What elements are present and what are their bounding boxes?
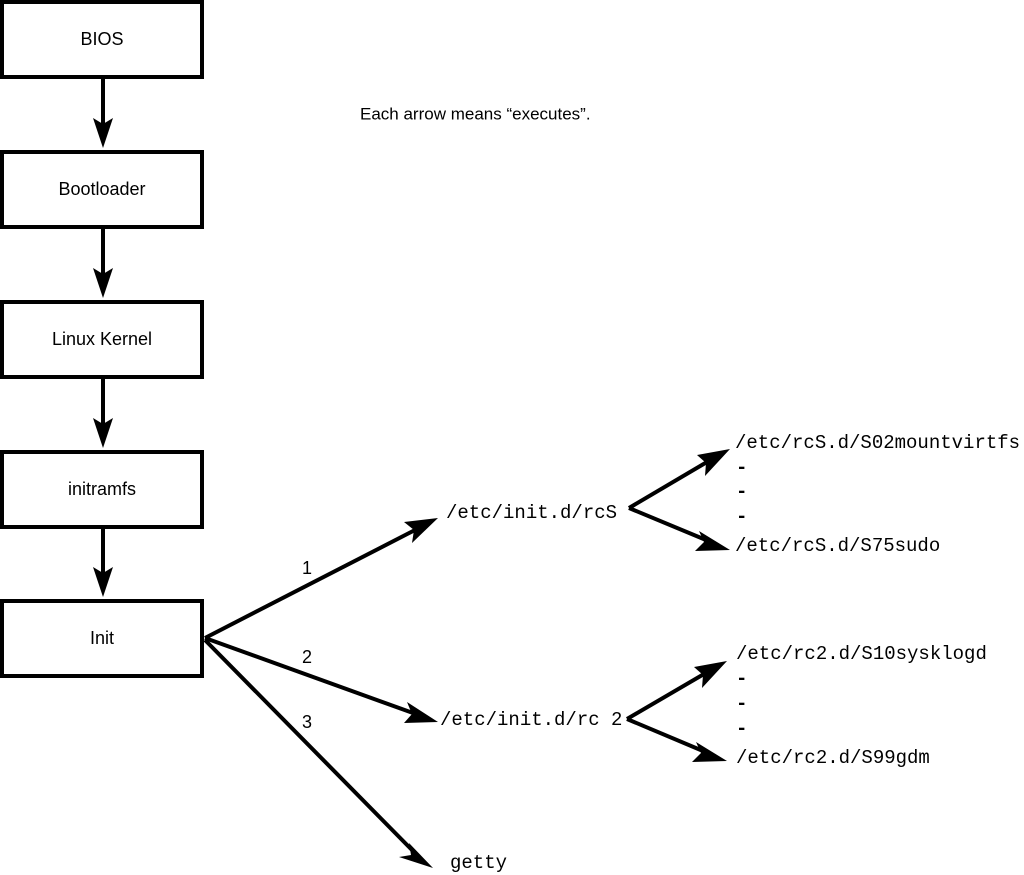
node-init-label: Init [90, 628, 114, 648]
arrow-rc2-to-first-script [625, 661, 727, 721]
arrow-bios-to-bootloader [93, 77, 113, 148]
rcs-ellipsis-dash-1: - [736, 457, 747, 479]
node-kernel-label: Linux Kernel [52, 329, 152, 349]
label-rc2-d-s99gdm[interactable]: /etc/rc2.d/S99gdm [736, 747, 930, 769]
rcs-branch-arrows-group [627, 449, 730, 551]
arrow-rcs-to-first-script [627, 449, 730, 510]
rc2-ellipsis-dash-3: - [736, 718, 747, 740]
node-bios-label: BIOS [80, 29, 123, 49]
edge-number-1: 1 [302, 558, 312, 578]
legend-note: Each arrow means “executes”. [360, 104, 591, 123]
rc2-ellipsis-dash-2: - [736, 693, 747, 715]
label-etc-init-d-rcs[interactable]: /etc/init.d/rcS [446, 502, 617, 524]
arrow-bootloader-to-kernel [93, 227, 113, 298]
rcs-ellipsis-dash-3: - [736, 506, 747, 528]
arrow-kernel-to-initramfs [93, 377, 113, 448]
arrow-rcs-to-last-script [628, 506, 730, 551]
chain-arrows-group [93, 77, 113, 597]
node-bios-box [0, 0, 204, 79]
rcs-ellipsis-dash-2: - [736, 481, 747, 503]
label-getty[interactable]: getty [450, 852, 507, 874]
label-rcs-d-s75sudo[interactable]: /etc/rcS.d/S75sudo [735, 535, 940, 557]
node-kernel[interactable]: Linux Kernel [0, 300, 204, 379]
init-branch-arrows-group: 1 2 3 [203, 518, 438, 868]
node-initramfs[interactable]: initramfs [0, 450, 204, 529]
node-bios[interactable]: BIOS [0, 0, 204, 79]
boot-chain-group: BIOS Bootloader Linux Kernel initramfs I… [0, 0, 204, 678]
rc2-branch-arrows-group [625, 661, 727, 762]
arrow-init-branch-1 [204, 518, 438, 640]
edge-number-2: 2 [302, 647, 312, 667]
edge-number-3: 3 [302, 712, 312, 732]
arrow-rc2-to-last-script [626, 717, 727, 762]
label-rc2-d-s10sysklogd[interactable]: /etc/rc2.d/S10sysklogd [736, 643, 987, 665]
label-rcs-d-s02mountvirtfs[interactable]: /etc/rcS.d/S02mountvirtfs [735, 432, 1020, 454]
arrow-init-branch-3 [203, 638, 433, 868]
node-bootloader[interactable]: Bootloader [0, 150, 204, 229]
arrow-initramfs-to-init [93, 527, 113, 597]
rc2-ellipsis-dash-1: - [736, 668, 747, 690]
node-init-box [0, 599, 204, 678]
node-kernel-box [0, 300, 204, 379]
label-etc-init-d-rc2[interactable]: /etc/init.d/rc 2 [440, 709, 622, 731]
node-initramfs-box [0, 450, 204, 529]
node-initramfs-label: initramfs [68, 479, 136, 499]
node-init[interactable]: Init [0, 599, 204, 678]
arrow-init-branch-2 [204, 636, 438, 723]
node-bootloader-label: Bootloader [58, 179, 145, 199]
